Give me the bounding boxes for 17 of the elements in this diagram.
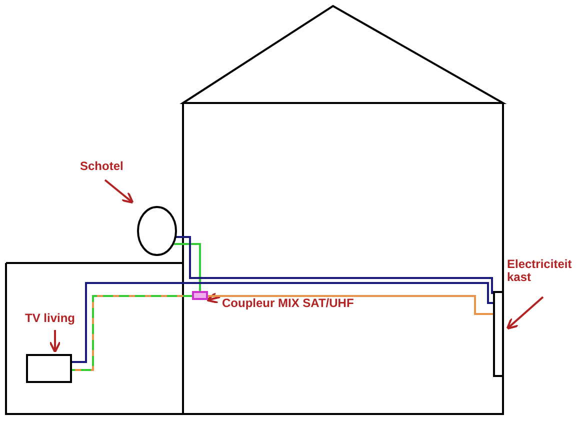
callout-label: Schotel xyxy=(80,160,124,173)
electricity-cabinet xyxy=(493,291,504,377)
leader-arrow xyxy=(104,179,134,204)
cable-line xyxy=(176,236,495,294)
cable-line xyxy=(174,243,201,292)
leader-arrow xyxy=(506,296,544,330)
tv-box xyxy=(26,354,72,383)
satellite-dish xyxy=(137,206,177,256)
cable-line xyxy=(207,295,494,315)
callout-label: Electriciteit kast xyxy=(507,258,583,284)
callout-label: Coupleur MIX SAT/UHF xyxy=(222,297,354,310)
callout-label: TV living xyxy=(25,312,76,325)
leader-arrow xyxy=(49,330,61,353)
coupler-box xyxy=(192,291,208,300)
cable-line xyxy=(71,282,494,363)
leader-arrow xyxy=(206,292,220,304)
cable-line xyxy=(71,295,193,371)
